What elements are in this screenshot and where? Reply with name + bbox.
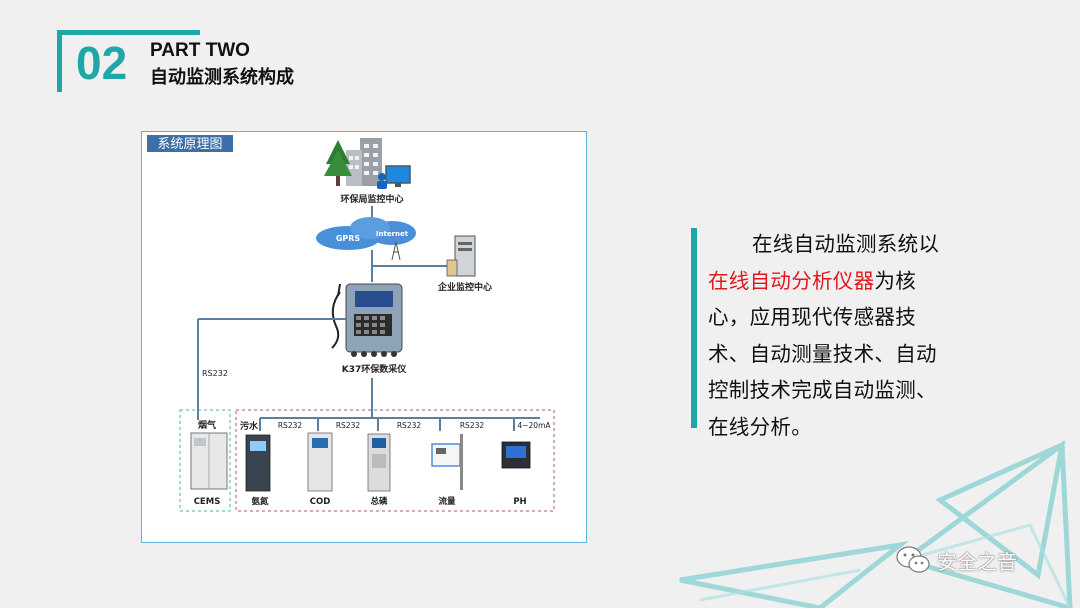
ammonia-analyzer-icon (245, 434, 271, 492)
system-diagram: 系统原理图 环保局监控中心 (141, 131, 587, 543)
epb-center-label: 环保局监控中心 (340, 193, 403, 205)
instrument-label-2: COD (310, 497, 331, 507)
header-bracket (57, 30, 200, 92)
bus-label-2: RS232 (336, 421, 361, 430)
collector-device-icon (331, 283, 403, 357)
rs232-left-label: RS232 (202, 369, 228, 378)
gprs-label: GPRS (336, 234, 361, 243)
bus-label-5: 4~20mA (517, 421, 551, 430)
bus-label-3: RS232 (397, 421, 422, 430)
watermark: 安全之音 (895, 544, 1017, 576)
bus-label-4: RS232 (460, 421, 485, 430)
bus-label-1: RS232 (278, 421, 303, 430)
cod-analyzer-icon (307, 432, 333, 492)
diagram-label: 系统原理图 (157, 137, 222, 152)
monitor-icon (377, 165, 411, 189)
server-icon (446, 235, 476, 277)
description-accent-bar (691, 228, 697, 428)
internet-label: Internet (376, 230, 409, 238)
instrument-label-3: 总磷 (370, 496, 388, 507)
enterprise-center-label: 企业监控中心 (437, 281, 492, 293)
diagram-label-bg (147, 135, 233, 152)
section-number: 02 (76, 37, 128, 89)
description-highlight: 在线自动分析仪器 (708, 268, 875, 293)
building-icon (346, 138, 382, 186)
description-after: 为核心，应用现代传感器技术、自动测量技术、自动控制技术完成自动监测、在线分析。 (708, 268, 937, 439)
description-before: 在线自动监测系统以 (752, 232, 940, 256)
description-text: 在线自动监测系统以在线自动分析仪器为核心，应用现代传感器技术、自动测量技术、自动… (708, 226, 948, 445)
part-label: PART TWO (150, 40, 250, 61)
instrument-label-4: 流量 (438, 496, 456, 507)
flow-meter-icon (431, 434, 463, 490)
ph-meter-icon (501, 441, 531, 469)
instrument-label-5: PH (513, 497, 526, 507)
cloud-icon (316, 217, 416, 250)
wastewater-label: 污水 (240, 420, 259, 432)
cems-group (179, 409, 231, 512)
collector-label: K37环保数采仪 (342, 363, 407, 375)
phosphorus-analyzer-icon (367, 433, 391, 492)
antenna-icon (391, 241, 401, 261)
flue-gas-label: 烟气 (198, 419, 216, 431)
diagram-canvas: 系统原理图 环保局监控中心 (147, 135, 555, 512)
instrument-label-1: 氨氮 (251, 496, 269, 507)
wechat-icon (896, 546, 930, 573)
cems-cabinet-icon (190, 432, 228, 490)
section-title: 自动监测系统构成 (150, 67, 294, 88)
watermark-text: 安全之音 (937, 549, 1017, 574)
wastewater-group (235, 409, 555, 512)
cems-label: CEMS (194, 497, 221, 507)
tree-icon (324, 140, 352, 186)
